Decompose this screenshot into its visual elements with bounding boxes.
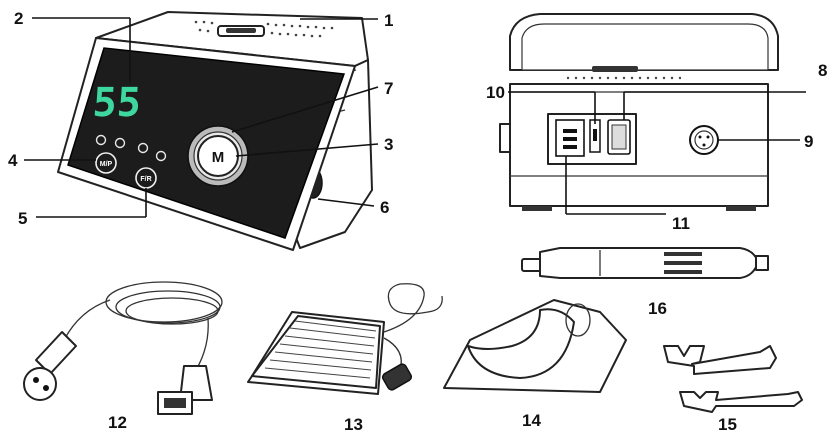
forward-reverse-button[interactable]: F/R xyxy=(135,167,157,189)
callout-6: 6 xyxy=(380,198,389,217)
callout-9: 9 xyxy=(804,132,813,151)
handpiece-stand xyxy=(443,299,627,393)
handpiece xyxy=(521,247,769,279)
callout-2: 2 xyxy=(14,9,23,28)
forward-reverse-button-label: F/R xyxy=(140,176,151,183)
rear-leaders xyxy=(508,91,806,215)
callout-10: 10 xyxy=(486,83,505,102)
callout-5: 5 xyxy=(18,209,27,228)
wrench-set xyxy=(663,345,803,413)
speed-knob[interactable]: M xyxy=(187,125,249,187)
speed-knob-label: M xyxy=(212,149,225,166)
front-leaders xyxy=(24,17,379,218)
display-readout: 55 xyxy=(91,80,142,126)
callout-13: 13 xyxy=(344,415,363,434)
callout-14: 14 xyxy=(522,411,541,430)
top-vents xyxy=(194,20,334,38)
callout-7: 7 xyxy=(384,79,393,98)
callout-16: 16 xyxy=(648,299,667,318)
callout-15: 15 xyxy=(718,415,737,434)
callout-1: 1 xyxy=(384,11,393,30)
top-handle-slot xyxy=(226,28,256,33)
handpiece-socket xyxy=(689,125,719,155)
foot-pedal xyxy=(247,283,443,395)
callout-3: 3 xyxy=(384,135,393,154)
mode-button[interactable]: M/P xyxy=(95,152,117,174)
control-box-front: 55 M/P F/R M xyxy=(57,11,373,251)
mode-button-label: M/P xyxy=(100,161,113,168)
callout-11: 11 xyxy=(672,214,690,233)
power-cord xyxy=(23,281,223,415)
callout-4: 4 xyxy=(8,151,18,170)
indicator-leds xyxy=(95,134,167,162)
control-box-rear xyxy=(499,13,779,211)
callout-12: 12 xyxy=(108,413,127,432)
callout-8: 8 xyxy=(818,61,827,80)
